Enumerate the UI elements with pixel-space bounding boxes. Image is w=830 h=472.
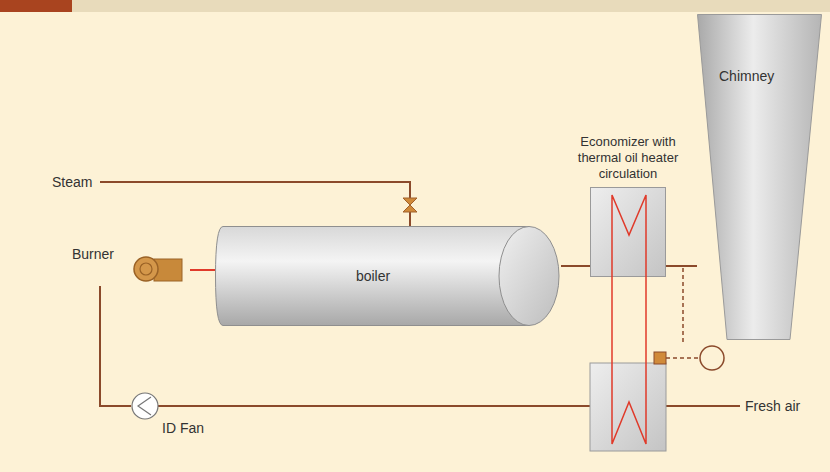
- chimney-node: Chimney: [697, 14, 822, 340]
- signal-line: [666, 357, 700, 359]
- burner-unit: Burner: [70, 244, 190, 286]
- node-label: ID Fan: [162, 420, 204, 437]
- fresh-air-duct: [666, 405, 740, 407]
- oil-coil: [612, 363, 646, 444]
- stream-label: Steam: [52, 174, 92, 191]
- node-label: boiler: [215, 268, 531, 285]
- oil-pipe: [611, 277, 613, 363]
- stream-label: Fresh air: [745, 398, 800, 415]
- fan-symbol: [131, 392, 161, 422]
- chimney-stack: [697, 14, 822, 340]
- burner-flame: [190, 269, 215, 271]
- node-label: Burner: [72, 246, 192, 263]
- node-label: Economizer with thermal oil heater circu…: [566, 134, 690, 182]
- controller: [700, 346, 724, 370]
- economizer-unit: Economizer with thermal oil heater circu…: [590, 187, 666, 277]
- air-heater-box: [590, 363, 666, 451]
- air-duct: [158, 405, 590, 407]
- steam-pipe: [100, 182, 410, 226]
- top-band-accent: [0, 0, 72, 12]
- flue-duct: [666, 265, 697, 267]
- node-label: Chimney: [719, 68, 774, 85]
- top-band: [0, 0, 830, 12]
- steam-valve: [403, 198, 417, 212]
- air-duct: [100, 286, 131, 406]
- control-valve: [654, 352, 666, 364]
- oil-pipe: [645, 277, 647, 363]
- id-fan-unit: ID Fan: [131, 392, 211, 440]
- economizer-box: [590, 187, 666, 277]
- boiler-drum-node: boiler: [215, 226, 561, 327]
- flue-duct: [561, 265, 590, 267]
- sensor-line: [682, 268, 684, 345]
